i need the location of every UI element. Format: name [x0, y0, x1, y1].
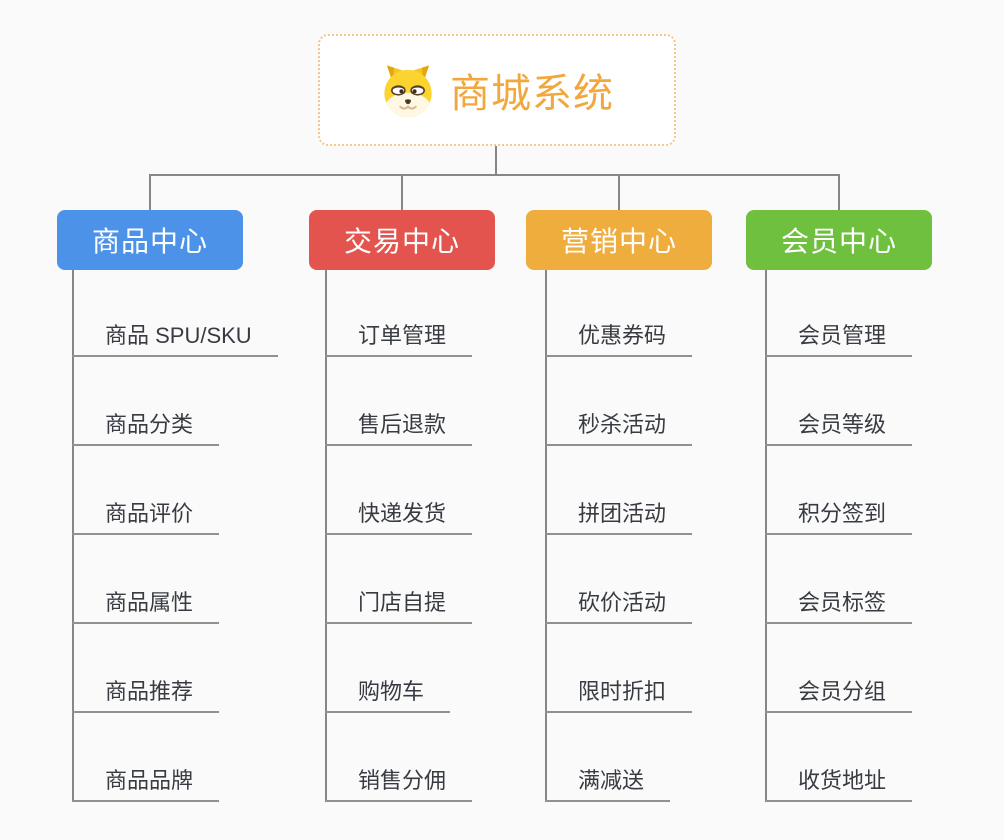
connector-bus — [149, 174, 840, 176]
leaf-node[interactable]: 积分签到 — [765, 501, 913, 535]
leaf-node[interactable]: 购物车 — [325, 679, 451, 713]
branch-label: 商品中心 — [91, 226, 208, 257]
leaf-node[interactable]: 商品分类 — [72, 412, 220, 446]
leaf-node[interactable]: 销售分佣 — [325, 768, 473, 802]
leaf-node[interactable]: 商品推荐 — [72, 679, 220, 713]
leaf-node[interactable]: 商品属性 — [72, 590, 220, 624]
leaf-node[interactable]: 订单管理 — [325, 323, 473, 357]
connector-root-stub — [495, 146, 497, 176]
leaf-node[interactable]: 秒杀活动 — [545, 412, 693, 446]
root-node[interactable]: 商城系统 — [318, 34, 676, 146]
branch-marketing-center[interactable]: 营销中心 — [526, 210, 712, 270]
root-title: 商城系统 — [450, 72, 614, 116]
branch-member-center[interactable]: 会员中心 — [746, 210, 932, 270]
leaf-node[interactable]: 商品评价 — [72, 501, 220, 535]
branch-label: 营销中心 — [560, 226, 677, 257]
leaf-node[interactable]: 收货地址 — [765, 768, 913, 802]
leaf-node[interactable]: 商品 SPU/SKU — [72, 323, 278, 357]
leaf-node[interactable]: 快递发货 — [325, 501, 473, 535]
leaf-node[interactable]: 优惠券码 — [545, 323, 693, 357]
connector-drop — [618, 174, 620, 210]
leaf-node[interactable]: 会员标签 — [765, 590, 913, 624]
leaf-node[interactable]: 满减送 — [545, 768, 671, 802]
leaf-node[interactable]: 砍价活动 — [545, 590, 693, 624]
connector-spine — [765, 270, 767, 802]
leaf-node[interactable]: 限时折扣 — [545, 679, 693, 713]
connector-spine — [72, 270, 74, 802]
dog-face-icon — [380, 62, 436, 118]
connector-drop — [401, 174, 403, 210]
connector-spine — [545, 270, 547, 802]
branch-trade-center[interactable]: 交易中心 — [309, 210, 495, 270]
branch-label: 会员中心 — [780, 226, 897, 257]
connector-drop — [838, 174, 840, 210]
leaf-node[interactable]: 门店自提 — [325, 590, 473, 624]
leaf-node[interactable]: 拼团活动 — [545, 501, 693, 535]
leaf-node[interactable]: 会员等级 — [765, 412, 913, 446]
leaf-node[interactable]: 会员分组 — [765, 679, 913, 713]
leaf-node[interactable]: 商品品牌 — [72, 768, 220, 802]
branch-product-center[interactable]: 商品中心 — [57, 210, 243, 270]
connector-drop — [149, 174, 151, 210]
leaf-node[interactable]: 售后退款 — [325, 412, 473, 446]
branch-label: 交易中心 — [343, 226, 460, 257]
leaf-node[interactable]: 会员管理 — [765, 323, 913, 357]
connector-spine — [325, 270, 327, 802]
